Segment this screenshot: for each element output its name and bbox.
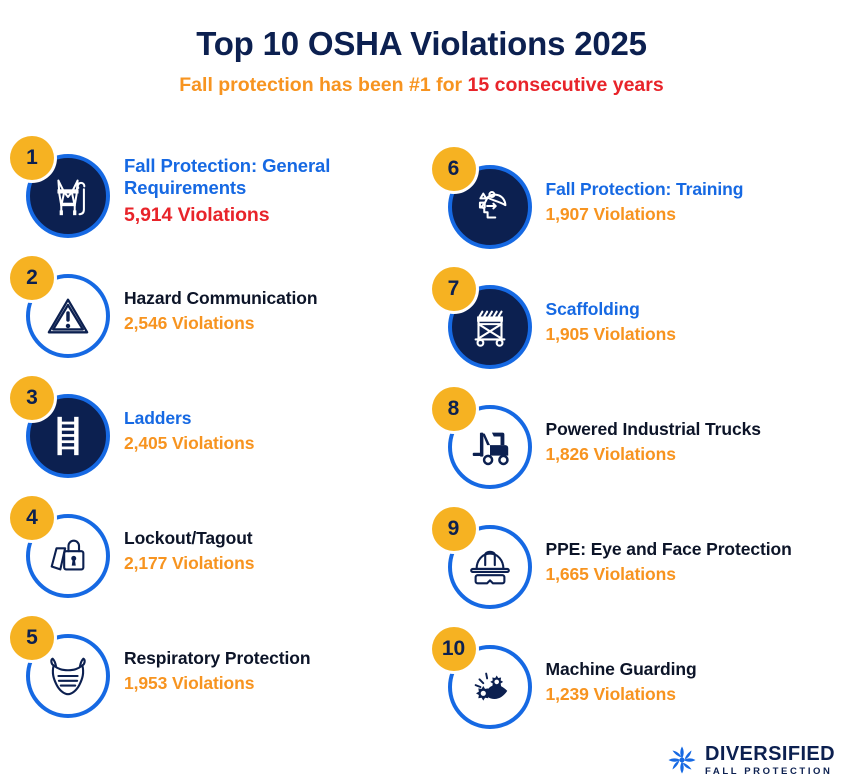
rank-cluster: 1 xyxy=(10,136,114,246)
violation-name[interactable]: Fall Protection: Training xyxy=(545,178,744,199)
violation-item-7[interactable]: 7 xyxy=(422,262,843,382)
scaffold-icon xyxy=(474,310,505,347)
rank-badge: 10 xyxy=(431,627,476,671)
violation-item-9[interactable]: 9 PPE: Ey xyxy=(422,502,843,622)
violation-count: 1,239 Violations xyxy=(545,684,676,705)
item-text: Hazard Communication 2,546 Violations xyxy=(114,288,321,334)
violation-item-1[interactable]: 1 xyxy=(0,131,422,251)
respirator-mask-icon xyxy=(50,657,86,696)
violation-item-6[interactable]: 6 xyxy=(422,142,843,262)
item-text: Machine Guarding 1,239 Violations xyxy=(536,659,701,705)
item-text: Fall Protection: Training 1,907 Violatio… xyxy=(536,179,748,225)
safety-harness-icon xyxy=(57,179,86,216)
rank-cluster: 8 xyxy=(431,387,536,497)
head-training-icon xyxy=(478,191,506,219)
violation-count: 1,905 Violations xyxy=(545,324,676,345)
violation-name[interactable]: Fall Protection: General Requirements xyxy=(124,155,331,198)
icon-circle xyxy=(26,394,110,478)
rank-badge: 9 xyxy=(431,507,476,551)
subtitle-highlight: 15 consecutive years xyxy=(467,74,664,97)
rank-cluster: 5 xyxy=(10,616,114,726)
violation-count: 5,914 Violations xyxy=(124,203,270,226)
violation-count: 1,953 Violations xyxy=(124,673,255,694)
violation-name: Respiratory Protection xyxy=(124,647,311,668)
flower-asterisk-logo-mark xyxy=(668,746,696,774)
violation-name[interactable]: Ladders xyxy=(124,407,192,428)
violations-column-right: 6 xyxy=(422,131,843,742)
violation-count: 1,665 Violations xyxy=(545,564,676,585)
rank-badge: 8 xyxy=(431,387,476,431)
violation-count: 2,177 Violations xyxy=(124,553,255,574)
rank-cluster: 9 xyxy=(431,507,536,617)
rank-badge: 5 xyxy=(10,616,54,660)
violation-count: 1,826 Violations xyxy=(545,444,676,465)
subtitle: Fall protection has been #1 for 15 conse… xyxy=(0,74,843,97)
item-text: PPE: Eye and Face Protection 1,665 Viola… xyxy=(536,539,796,585)
violation-item-10[interactable]: 10 xyxy=(422,622,843,742)
logo-text: DIVERSIFIED FALL PROTECTION xyxy=(705,744,835,777)
rank-cluster: 6 xyxy=(431,147,536,257)
item-text: Powered Industrial Trucks 1,826 Violatio… xyxy=(536,419,765,465)
rank-badge: 2 xyxy=(10,256,54,300)
violation-item-2[interactable]: 2 Hazard Communication xyxy=(0,251,422,371)
violation-name[interactable]: Scaffolding xyxy=(545,298,640,319)
header: Top 10 OSHA Violations 2025 Fall protect… xyxy=(0,0,843,98)
rank-badge: 1 xyxy=(10,136,54,180)
violation-count: 1,907 Violations xyxy=(545,204,676,225)
item-text: Lockout/Tagout 2,177 Violations xyxy=(114,528,258,574)
violation-count: 2,405 Violations xyxy=(124,433,255,454)
violations-column-left: 1 xyxy=(0,131,422,742)
violation-item-3[interactable]: 3 Ladders xyxy=(0,371,422,491)
item-text: Ladders 2,405 Violations xyxy=(114,408,258,454)
rank-cluster: 2 xyxy=(10,256,114,366)
ladder-icon xyxy=(57,416,79,456)
rank-cluster: 7 xyxy=(431,267,536,377)
forklift-icon xyxy=(472,432,509,466)
rank-cluster: 4 xyxy=(10,496,114,606)
logo-company-name: DIVERSIFIED xyxy=(705,742,835,765)
rank-badge: 4 xyxy=(10,496,54,540)
violation-name: Powered Industrial Trucks xyxy=(545,418,761,439)
logo-tagline: FALL PROTECTION xyxy=(705,765,833,777)
item-text: Scaffolding 1,905 Violations xyxy=(536,299,680,345)
rank-badge: 6 xyxy=(431,147,476,191)
item-text: Respiratory Protection 1,953 Violations xyxy=(114,648,314,694)
violation-item-4[interactable]: 4 Lockout/Tag xyxy=(0,491,422,611)
rank-badge: 3 xyxy=(10,376,54,420)
rank-badge: 7 xyxy=(431,267,476,311)
violation-name: Lockout/Tagout xyxy=(124,527,253,548)
violation-name: Machine Guarding xyxy=(545,658,697,679)
rank-cluster: 3 xyxy=(10,376,114,486)
hardhat-goggles-icon xyxy=(469,550,510,585)
icon-circle xyxy=(26,154,110,238)
item-text: Fall Protection: General Requirements 5,… xyxy=(114,155,422,226)
padlock-tag-icon xyxy=(50,539,85,571)
company-logo[interactable]: DIVERSIFIED FALL PROTECTION xyxy=(667,744,835,777)
subtitle-prefix: Fall protection has been #1 for xyxy=(179,74,468,97)
icon-circle xyxy=(447,165,532,249)
violation-count: 2,546 Violations xyxy=(124,313,255,334)
gear-hand-icon xyxy=(474,672,507,701)
violation-item-5[interactable]: 5 Respiratory Protection xyxy=(0,611,422,731)
violation-item-8[interactable]: 8 xyxy=(422,382,843,502)
violation-name: Hazard Communication xyxy=(124,287,318,308)
violation-name: PPE: Eye and Face Protection xyxy=(545,538,792,559)
page-title: Top 10 OSHA Violations 2025 xyxy=(196,25,647,62)
rank-cluster: 10 xyxy=(431,627,536,737)
warning-triangle-icon xyxy=(47,298,89,334)
violations-grid: 1 xyxy=(0,131,843,742)
